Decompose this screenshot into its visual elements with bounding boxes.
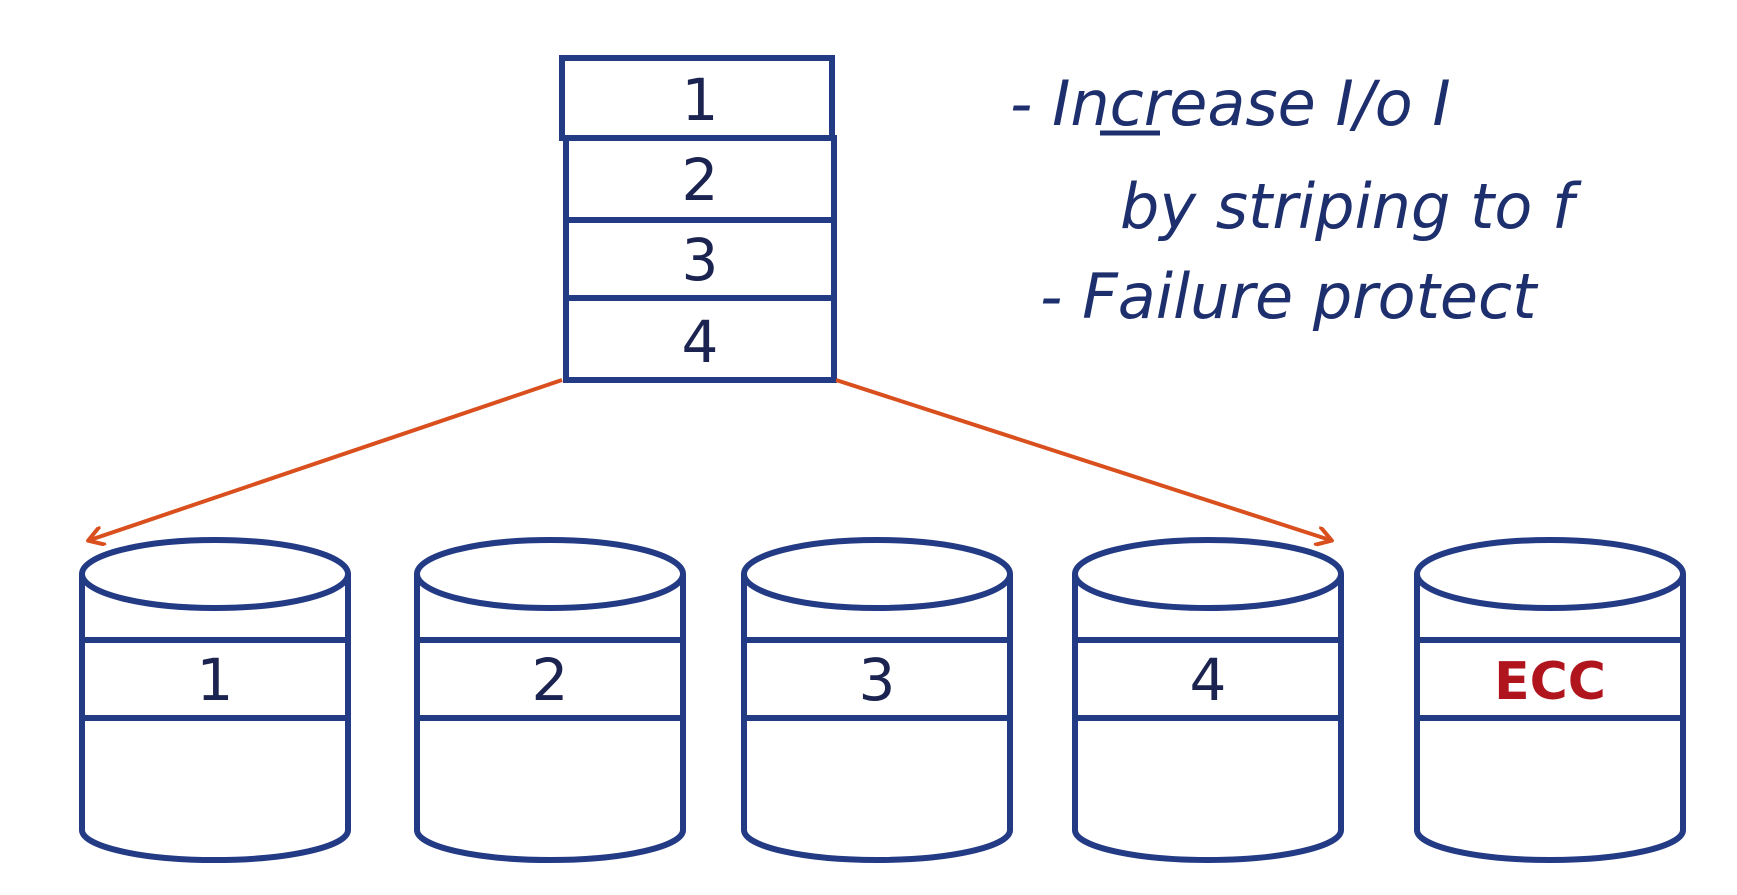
- stack-block-4: [563, 295, 837, 383]
- disk-ecc: ECC: [1414, 537, 1686, 863]
- disk-1: 1: [79, 537, 351, 863]
- disk-4-top: [1072, 537, 1344, 611]
- disk-1-label: 1: [197, 646, 234, 714]
- notes: - Increase I/o I by striping to f - Fail…: [1010, 67, 1582, 333]
- stack-block-1-label: 1: [682, 66, 719, 134]
- stack-block-2-label: 2: [682, 146, 719, 214]
- disk-3-label: 3: [859, 646, 896, 714]
- disk-ecc-top: [1414, 537, 1686, 611]
- disk-4-label: 4: [1190, 646, 1227, 714]
- disk-2-body: [414, 574, 686, 863]
- disk-ecc-body: [1414, 574, 1686, 863]
- note-line-2: by striping to f: [1120, 170, 1582, 243]
- note-line-3: - Failure protect: [1040, 260, 1539, 333]
- arrow-to-disk-4: [835, 378, 1330, 540]
- disk-1-top: [79, 537, 351, 611]
- disk-4-body: [1072, 574, 1344, 863]
- disk-ecc-label: ECC: [1494, 652, 1606, 712]
- disk-2: 2: [414, 537, 686, 863]
- disk-3: 3: [741, 537, 1013, 863]
- disk-2-label: 2: [532, 646, 569, 714]
- arrow-to-disk-1: [90, 378, 563, 540]
- disk-3-top: [741, 537, 1013, 611]
- stack-block-4-label: 4: [682, 308, 719, 376]
- disk-2-top: [414, 537, 686, 611]
- disk-1-body: [79, 574, 351, 863]
- note-line-1: - Increase I/o I: [1010, 67, 1451, 140]
- stack-block-3-label: 3: [682, 226, 719, 294]
- disk-3-body: [741, 574, 1013, 863]
- disk-4: 4: [1072, 537, 1344, 863]
- block-stack: 1 2 3 4: [559, 55, 837, 383]
